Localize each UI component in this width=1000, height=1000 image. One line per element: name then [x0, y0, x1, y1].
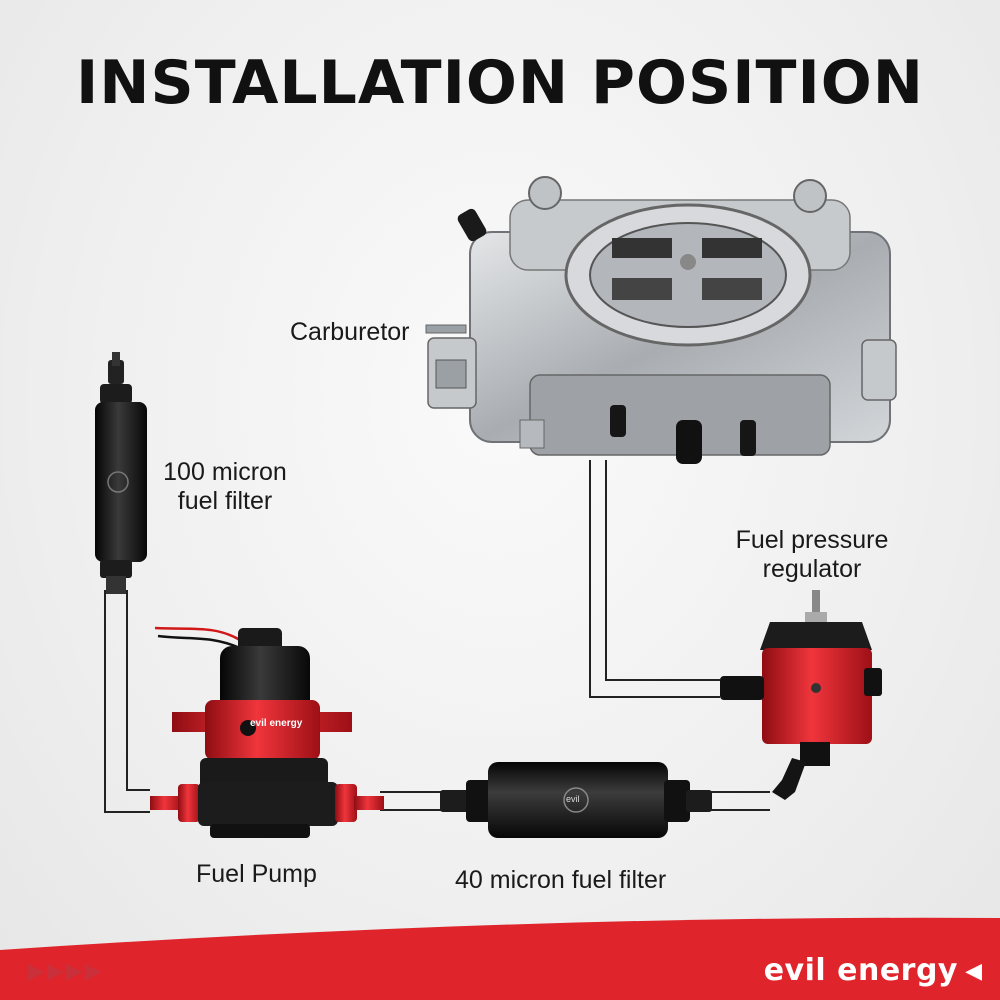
brand-logo-text: evil energy: [763, 953, 958, 988]
label-filter-40: 40 micron fuel filter: [455, 866, 667, 894]
fuel-line-filter100-to-pump: [104, 590, 150, 813]
label-regulator: Fuel pressure regulator: [732, 526, 892, 584]
fuel-line-carb-to-regulator: [589, 460, 720, 698]
fuel-filter-100-micron-image: [95, 352, 147, 594]
fuel-line-pump-to-filter40: [380, 791, 445, 811]
carburetor-image: [425, 176, 897, 464]
label-fuel-pump: Fuel Pump: [196, 860, 317, 888]
filter-40-badge: evil: [566, 794, 580, 804]
fuel-pressure-regulator-image: [720, 590, 882, 800]
label-filter-100-line2: fuel filter: [177, 487, 273, 515]
fuel-pump-image: [150, 626, 384, 838]
pump-badge: evil energy: [250, 718, 303, 729]
page-title: INSTALLATION POSITION: [75, 48, 925, 118]
chevron-left-icon: ◀: [965, 958, 984, 983]
fuel-filter-40-micron-image: [440, 762, 712, 838]
label-regulator-line2: regulator: [762, 555, 862, 583]
chevron-right-icon: ▶▶▶▶: [28, 958, 104, 983]
label-filter-100: 100 micron fuel filter: [160, 458, 290, 516]
fuel-line-filter40-to-regulator: [710, 791, 770, 811]
label-regulator-line1: Fuel pressure: [735, 526, 889, 554]
footer-band: [0, 917, 1000, 1000]
label-carburetor: Carburetor: [290, 318, 410, 346]
label-filter-100-line1: 100 micron: [163, 458, 287, 486]
